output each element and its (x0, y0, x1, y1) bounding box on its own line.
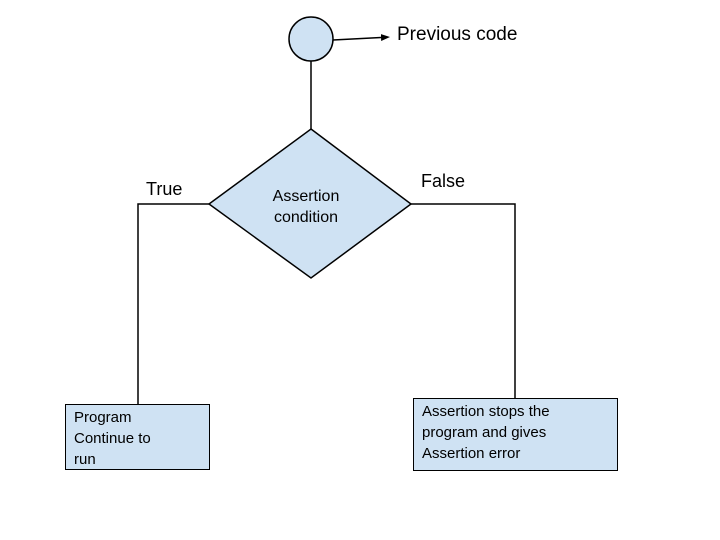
decision-diamond (207, 128, 413, 279)
previous-code-label: Previous code (397, 24, 518, 45)
false-branch-connector (411, 203, 516, 399)
true-outcome-box: Program Continue to run (65, 404, 210, 470)
true-branch-label: True (146, 179, 183, 199)
previous-code-arrow (332, 34, 390, 41)
true-branch-connector (137, 203, 209, 405)
start-circle (288, 16, 334, 62)
false-branch-label: False (421, 171, 466, 191)
false-outcome-box: Assertion stops the program and gives As… (413, 398, 618, 471)
decision-condition-text: Assertion condition (272, 188, 340, 226)
